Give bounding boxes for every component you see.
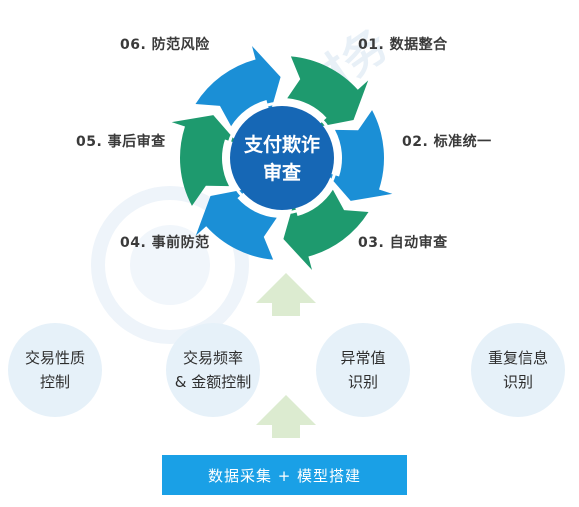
step-label-03: 03. 自动审查 bbox=[358, 235, 448, 251]
node-line1: 异常值 bbox=[340, 349, 386, 367]
arrow-segment-02 bbox=[325, 110, 393, 201]
arrow-segment-05 bbox=[171, 115, 239, 206]
node-line1: 交易性质 bbox=[24, 349, 85, 367]
arrow-segment-06 bbox=[195, 45, 281, 127]
node-outlier: 异常值 识别 bbox=[316, 323, 410, 417]
node-line2: 控制 bbox=[39, 373, 70, 391]
node-line2: & 金额控制 bbox=[174, 373, 252, 391]
center-title-line2: 审查 bbox=[262, 162, 301, 184]
arrow-segment-04 bbox=[195, 188, 277, 260]
step-label-02: 02. 标准统一 bbox=[402, 134, 492, 150]
center-title: 支付欺诈 审查 bbox=[230, 110, 334, 208]
step-label-01: 01. 数据整合 bbox=[358, 37, 448, 53]
step-label-05: 05. 事后审查 bbox=[76, 134, 166, 150]
node-frequency-amount: 交易频率 & 金额控制 bbox=[166, 323, 260, 417]
up-arrow-icon bbox=[256, 395, 316, 438]
center-title-line1: 支付欺诈 bbox=[243, 134, 320, 156]
arrow-segment-01 bbox=[287, 56, 369, 128]
node-line2: 识别 bbox=[502, 373, 533, 391]
node-line1: 交易频率 bbox=[182, 349, 243, 367]
step-label-06: 06. 防范风险 bbox=[120, 37, 210, 53]
node-line2: 识别 bbox=[347, 373, 378, 391]
node-line1: 重复信息 bbox=[487, 349, 548, 367]
up-arrow-icon bbox=[256, 273, 316, 316]
arrow-segment-03 bbox=[283, 189, 369, 271]
node-transaction-nature: 交易性质 控制 bbox=[8, 323, 102, 417]
step-label-04: 04. 事前防范 bbox=[120, 235, 210, 251]
bottom-bar: 数据采集 + 模型搭建 bbox=[162, 455, 407, 495]
node-duplicate: 重复信息 识别 bbox=[471, 323, 565, 417]
